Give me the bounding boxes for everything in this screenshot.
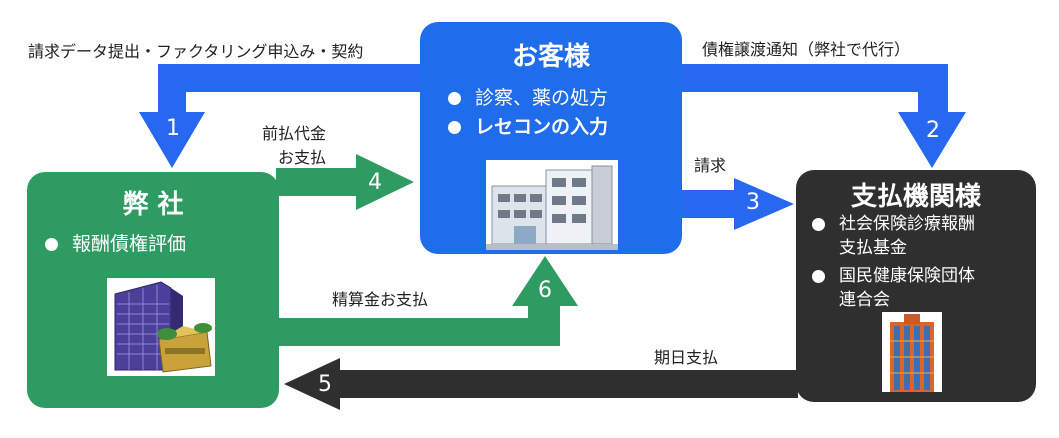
company-title: 弊 社 xyxy=(122,190,184,220)
customer-item-label: 診察、薬の処方 xyxy=(475,87,609,109)
arrow-6 xyxy=(276,256,578,346)
bullet-icon xyxy=(448,121,461,134)
flow-label-5: 期日支払 xyxy=(654,348,719,367)
company-item-label: 報酬債権評価 xyxy=(72,233,187,255)
flow-label-4: 前払代金 お支払 xyxy=(262,124,327,167)
flow-label-3: 請求 xyxy=(694,156,727,175)
company-node: 弊 社 報酬債権評価 xyxy=(27,172,279,408)
payer-item: 社会保険診療報酬 支払基金 xyxy=(812,212,975,260)
clinic-building-icon xyxy=(486,160,618,250)
customer-item: レセコンの入力 xyxy=(448,113,608,142)
bullet-icon xyxy=(45,238,58,251)
tower-building-icon xyxy=(882,312,942,392)
payer-items: 社会保険診療報酬 支払基金 国民健康保険団体 連合会 xyxy=(812,212,975,312)
payer-item-label: 社会保険診療報酬 支払基金 xyxy=(839,214,975,258)
customer-item-label: レセコンの入力 xyxy=(475,116,609,138)
office-building-icon xyxy=(107,278,215,376)
flow-number-3: 3 xyxy=(746,190,760,215)
flow-number-1: 1 xyxy=(166,116,180,141)
flow-number-2: 2 xyxy=(926,118,940,143)
flow-number-6: 6 xyxy=(538,278,552,303)
customer-item: 診察、薬の処方 xyxy=(448,84,608,113)
flow-number-4: 4 xyxy=(368,170,382,195)
arrow-1 xyxy=(139,64,422,168)
bullet-icon xyxy=(812,270,825,283)
flow-label-1: 請求データ提出・ファクタリング申込み・契約 xyxy=(28,42,364,61)
customer-node: お客様 診察、薬の処方 レセコンの入力 xyxy=(420,22,682,254)
flow-number-5: 5 xyxy=(318,372,332,397)
flow-label-6: 精算金お支払 xyxy=(332,290,429,309)
customer-items: 診察、薬の処方 レセコンの入力 xyxy=(448,84,608,142)
payer-item-label: 国民健康保険団体 連合会 xyxy=(839,266,975,310)
arrow-5 xyxy=(284,358,798,410)
flow-label-2: 債権譲渡通知（弊社で代行） xyxy=(702,40,911,59)
payer-title: 支払機関様 xyxy=(850,182,981,212)
arrow-4 xyxy=(276,154,414,210)
customer-title: お客様 xyxy=(511,42,590,72)
company-items: 報酬債権評価 xyxy=(45,230,186,259)
bullet-icon xyxy=(448,92,461,105)
bullet-icon xyxy=(812,218,825,231)
arrow-3 xyxy=(680,178,794,230)
payer-node: 支払機関様 社会保険診療報酬 支払基金 国民健康保険団体 連合会 xyxy=(796,170,1036,402)
payer-item: 国民健康保険団体 連合会 xyxy=(812,264,975,312)
company-item: 報酬債権評価 xyxy=(45,230,186,259)
arrow-2 xyxy=(680,64,966,168)
